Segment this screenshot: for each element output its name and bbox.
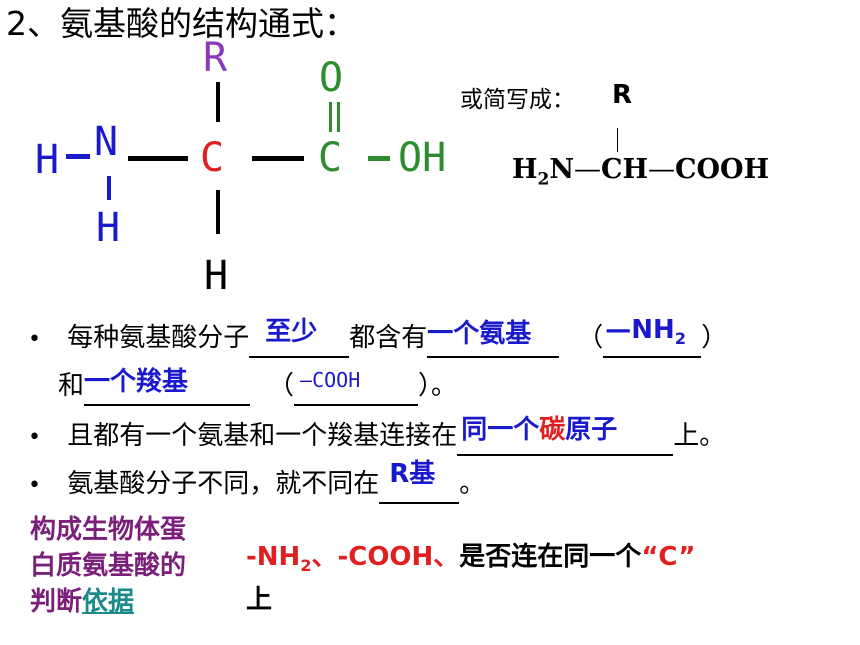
bond-c-oh [368, 156, 390, 161]
page-title: 2、氨基酸的结构通式： [6, 4, 357, 43]
bullet-line-1: • 每种氨基酸分子至少 都含有一个氨基 （—NH2 ） [28, 315, 728, 358]
statement-text: 上。 [673, 421, 726, 451]
statement-text: 氨基酸分子不同，就不同在 [67, 469, 380, 499]
statement-text: 和 [58, 371, 85, 401]
h-below-n-label: H [96, 205, 121, 251]
ch-label: CH [601, 154, 649, 185]
statement-text: 每种氨基酸分子 [67, 323, 250, 353]
note-line-1: -NH2、-COOH、是否连在同一个“C” [246, 542, 696, 576]
bullet-line-2: • 且都有一个氨基和一个羧基连接在同一个碳原子 上。 [28, 415, 726, 456]
simplified-bond-r [617, 128, 618, 152]
double-bond-left [329, 102, 332, 132]
blank-field: 一个氨基 [427, 319, 560, 358]
simplified-chain: H2N—CH—COOH [512, 154, 769, 189]
criteria-line: 判断依据 [30, 587, 135, 617]
bullet-marker: • [28, 473, 41, 498]
bullet-marker: • [28, 425, 41, 450]
answer-text: 至少 [265, 317, 318, 347]
simplified-dash-2: — [648, 154, 676, 185]
carbonyl-carbon-label: C [318, 135, 343, 181]
simplified-label: 或简写成： [460, 87, 575, 113]
h2n-n: N [549, 154, 575, 185]
blank-field: 至少 [249, 317, 350, 358]
answer-text: 一个氨基 [427, 319, 532, 349]
bullet-marker: • [28, 327, 41, 352]
blank-field: R基 [379, 459, 460, 504]
bond-c-r [216, 82, 220, 122]
hydroxyl-label: OH [398, 135, 447, 181]
blank-field: —NH2 [603, 315, 702, 358]
blank-field: 一个羧基 [84, 367, 251, 406]
bullet-line-3: • 氨基酸分子不同，就不同在 R基 。 [28, 459, 486, 504]
bond-h-n [66, 154, 90, 159]
r-group-label: R [203, 35, 228, 81]
statement-text: ）。 [418, 371, 458, 401]
answer-text: —COOH [300, 368, 361, 392]
blank-field: 同一个碳原子 [457, 415, 674, 456]
h-below-c-label: H [204, 253, 229, 299]
statement-text: ） [701, 323, 728, 353]
statement-text: （ [268, 371, 295, 401]
bond-c-h [216, 190, 220, 234]
cooh-label: COOH [675, 154, 770, 185]
simplified-dash-1: — [574, 154, 602, 185]
statement-text: （ [577, 323, 604, 353]
h2n-h: H [512, 154, 538, 185]
double-bond-right [337, 102, 340, 132]
oxygen-label: O [319, 55, 344, 101]
statement-text: 。 [459, 469, 486, 499]
criteria-note: -NH2、-COOH、是否连在同一个“C” 上 [246, 540, 696, 617]
h-left-label: H [35, 137, 60, 183]
n-label: N [94, 119, 119, 165]
statement-text: 且都有一个氨基和一个羧基连接在 [67, 421, 458, 451]
bond-n-c [128, 156, 188, 161]
answer-text: —NH2 [605, 315, 686, 349]
simplified-r-label: R [612, 80, 633, 110]
bond-n-h [107, 176, 111, 200]
criteria-label: 构成生物体蛋 白质氨基酸的 判断依据 [30, 512, 186, 620]
criteria-line: 构成生物体蛋 [30, 515, 187, 545]
answer-text: R基 [389, 459, 436, 489]
statement-text: 都含有 [349, 323, 428, 353]
criteria-line: 白质氨基酸的 [30, 551, 187, 581]
h2n-sub: 2 [537, 169, 550, 190]
alpha-carbon-label: C [200, 135, 225, 181]
bond-c-c [252, 156, 304, 161]
answer-text: 同一个碳原子 [461, 415, 618, 445]
answer-text: 一个羧基 [84, 367, 189, 397]
note-line-2: 上 [246, 585, 273, 616]
bullet-line-1-cont: 和一个羧基 （—COOH ）。 [58, 367, 458, 406]
blank-field: —COOH [294, 368, 419, 406]
